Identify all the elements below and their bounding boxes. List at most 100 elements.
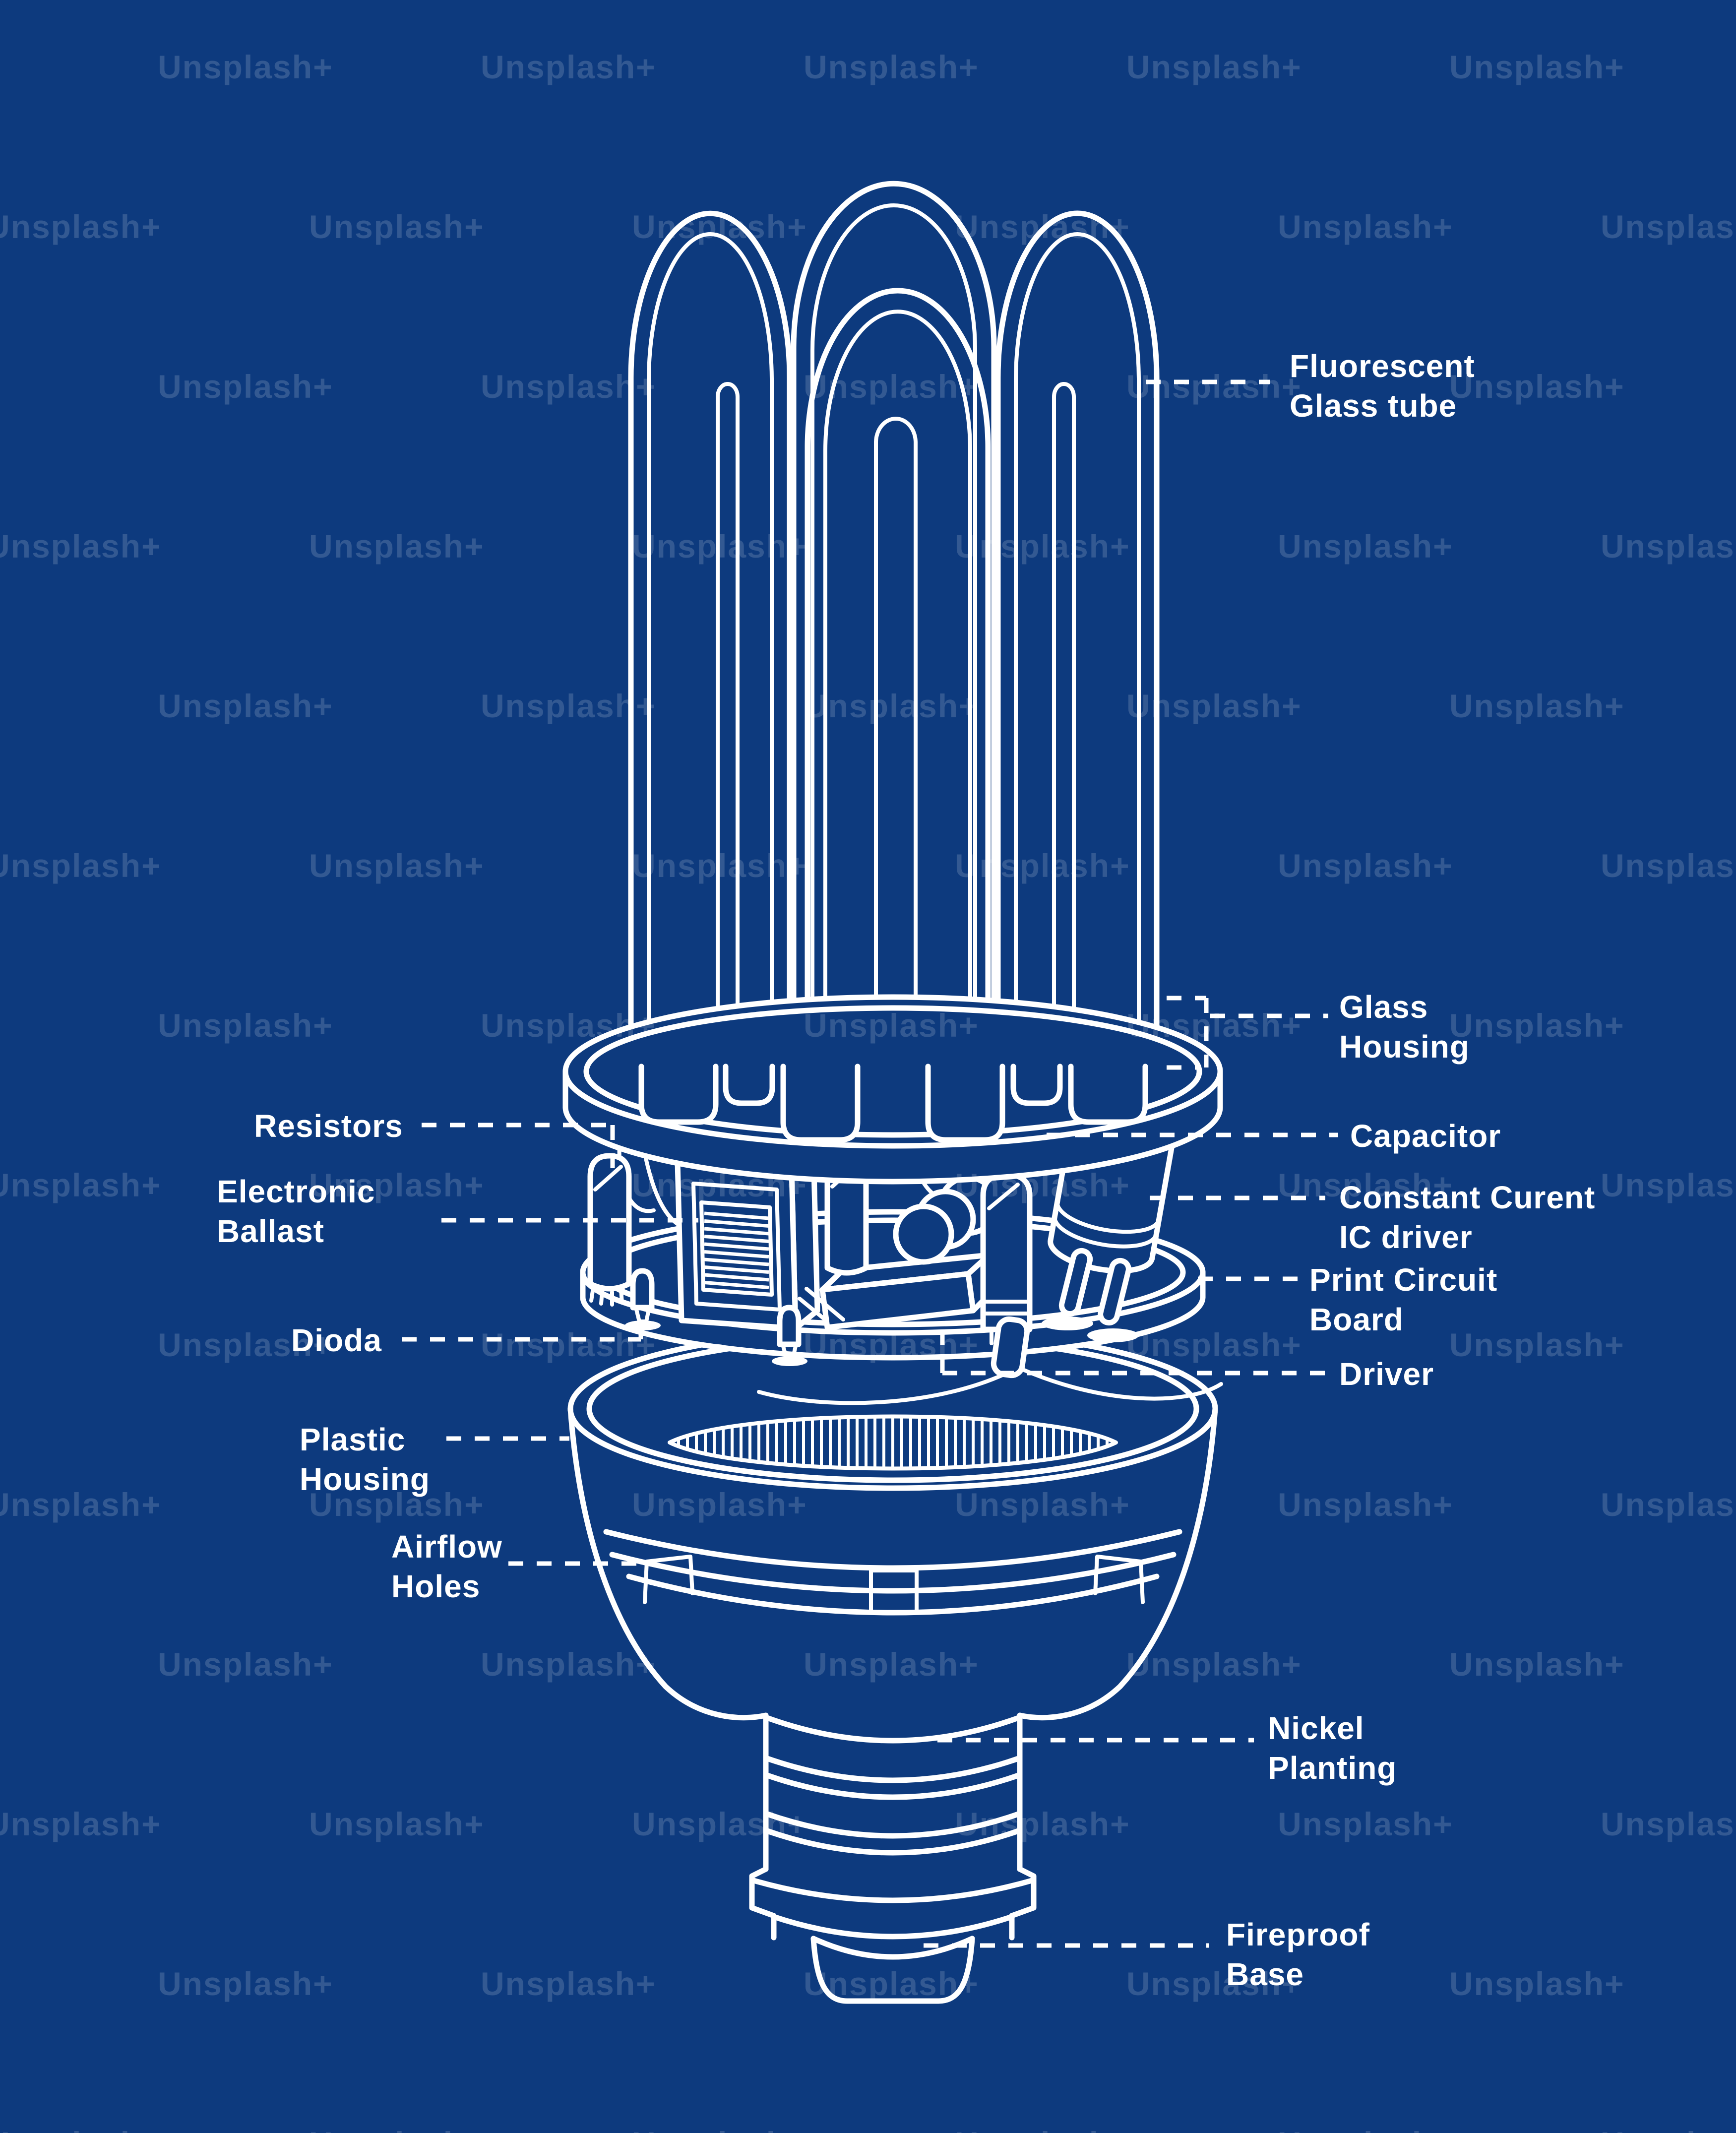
watermark-text: Unsplash+ [955, 2125, 1130, 2133]
watermark-text: Unsplash+ [158, 1326, 333, 1363]
watermark-text: Unsplash+ [955, 1167, 1130, 1203]
watermark-layer: Unsplash+ Unsplash+ Unsplash+ Unsplash+ Unsp… [0, 49, 1736, 2133]
label-text: Nickel [1268, 1710, 1364, 1746]
ballast-grille-line [704, 1235, 769, 1243]
watermark-text: Unsplash+ [309, 1806, 485, 1842]
watermark-text: Unsplash+ [158, 49, 333, 85]
label-text: Housing [300, 1461, 430, 1497]
label-electronic-ballast: Electronic Ballast [217, 1174, 375, 1249]
watermark-text: Unsplash+ [1449, 1646, 1625, 1683]
watermark-text: Unsplash+ [309, 528, 485, 565]
ballast-grille-line [704, 1273, 769, 1282]
watermark-text: Unsplash+ [632, 208, 807, 245]
wire [1020, 1367, 1223, 1401]
watermark-text: Unsplash+ [309, 1167, 485, 1203]
part-labels: Fluorescent Glass tube Glass Housing Res… [217, 348, 1595, 1992]
watermark-text: Unsplash+ [0, 1486, 162, 1523]
label-text: Electronic [217, 1174, 375, 1209]
watermark-text: Unsplash+ [955, 208, 1130, 245]
ballast-grille-line [704, 1257, 769, 1266]
label-capacitor: Capacitor [1350, 1118, 1500, 1154]
watermark-text: Unsplash+ [481, 688, 656, 724]
label-plastic-housing: Plastic Housing [300, 1422, 430, 1497]
label-text: Fluorescent [1290, 348, 1475, 384]
label-fireproof-base: Fireproof Base [1226, 1917, 1369, 1992]
watermark-text: Unsplash+ [0, 528, 162, 565]
watermark-text: Unsplash+ [1278, 847, 1453, 884]
fireproof-base-tip [810, 1936, 975, 2004]
screw-thread-line [763, 1827, 1023, 1856]
watermark-text: Unsplash+ [955, 1806, 1130, 1842]
label-text: Board [1309, 1302, 1404, 1337]
watermark-text: Unsplash+ [1126, 688, 1302, 724]
label-driver: Driver [1339, 1356, 1433, 1392]
watermark-text: Unsplash+ [1126, 368, 1302, 405]
watermark-text: Unsplash+ [1601, 208, 1736, 245]
watermark-text: Unsplash+ [1449, 1326, 1625, 1363]
label-dioda: Dioda [291, 1322, 382, 1358]
watermark-text: Unsplash+ [158, 1007, 333, 1044]
watermark-text: Unsplash+ [309, 1486, 485, 1523]
watermark-text: Unsplash+ [1126, 1646, 1302, 1683]
screw-base [749, 1714, 1037, 2004]
ballast-grille-line [704, 1227, 769, 1236]
tube-ends [638, 1064, 1148, 1143]
watermark-text: Unsplash+ [1449, 368, 1625, 405]
watermark-text: Unsplash+ [1278, 1167, 1453, 1203]
watermark-text: Unsplash+ [1601, 1806, 1736, 1842]
watermark-text: Unsplash+ [158, 368, 333, 405]
housing-band-line [609, 1552, 1177, 1594]
resistor [587, 1153, 632, 1307]
label-fluorescent-glass-tube: Fluorescent Glass tube [1290, 348, 1475, 424]
watermark-text: Unsplash+ [1278, 1486, 1453, 1523]
watermark-text: Unsplash+ [1449, 1965, 1625, 2002]
watermark-text: Unsplash+ [158, 688, 333, 724]
watermark-text: Unsplash+ [1449, 688, 1625, 724]
tube-inner-gap-center [874, 417, 918, 1076]
watermark-text: Unsplash+ [1126, 1007, 1302, 1044]
watermark-text: Unsplash+ [1278, 528, 1453, 565]
watermark-text: Unsplash+ [481, 1007, 656, 1044]
label-text: Dioda [291, 1322, 382, 1358]
label-text: Print Circuit [1309, 1262, 1497, 1298]
watermark-text: Unsplash+ [309, 208, 485, 245]
solder-dot [709, 1344, 726, 1350]
label-text: Constant Curent [1339, 1180, 1595, 1215]
label-text: Airflow [391, 1529, 502, 1565]
watermark-text: Unsplash+ [1278, 2125, 1453, 2133]
label-print-circuit-board: Print Circuit Board [1309, 1262, 1497, 1337]
watermark-text: Unsplash+ [0, 1806, 162, 1842]
watermark-text: Unsplash+ [804, 368, 979, 405]
label-text: IC driver [1339, 1219, 1473, 1255]
ballast-grille-line [704, 1211, 769, 1220]
leader-glass-housing [1167, 996, 1328, 1070]
airflow-holes-ring [626, 1573, 1160, 1616]
label-text: Glass tube [1290, 388, 1457, 424]
label-airflow-holes: Airflow Holes [391, 1529, 502, 1604]
screw-thread-line [763, 1811, 1023, 1839]
tube-inner-gap-left [716, 382, 740, 1054]
watermark-text: Unsplash+ [804, 1646, 979, 1683]
watermark-text: Unsplash+ [804, 688, 979, 724]
watermark-text: Unsplash+ [632, 1167, 807, 1203]
dioda-led [625, 1268, 661, 1330]
airflow-holes [643, 1555, 1145, 1613]
label-text: Planting [1268, 1750, 1397, 1786]
label-text: Base [1226, 1956, 1304, 1992]
bulb-diagram [562, 181, 1223, 2004]
housing-band-line [603, 1529, 1182, 1571]
label-text: Housing [1339, 1029, 1470, 1065]
leader-lines [402, 379, 1338, 1948]
ic-component [980, 1172, 1033, 1346]
watermark-text: Unsplash+ [955, 528, 1130, 565]
watermark-text: Unsplash+ [955, 847, 1130, 884]
watermark-text: Unsplash+ [632, 528, 807, 565]
watermark-text: Unsplash+ [632, 1486, 807, 1523]
watermark-text: Unsplash+ [481, 1646, 656, 1683]
watermark-text: Unsplash+ [481, 1965, 656, 2002]
watermark-text: Unsplash+ [804, 1326, 979, 1363]
watermark-text: Unsplash+ [804, 1007, 979, 1044]
watermark-text: Unsplash+ [0, 847, 162, 884]
label-constant-curent-ic-driver: Constant Curent IC driver [1339, 1180, 1595, 1255]
